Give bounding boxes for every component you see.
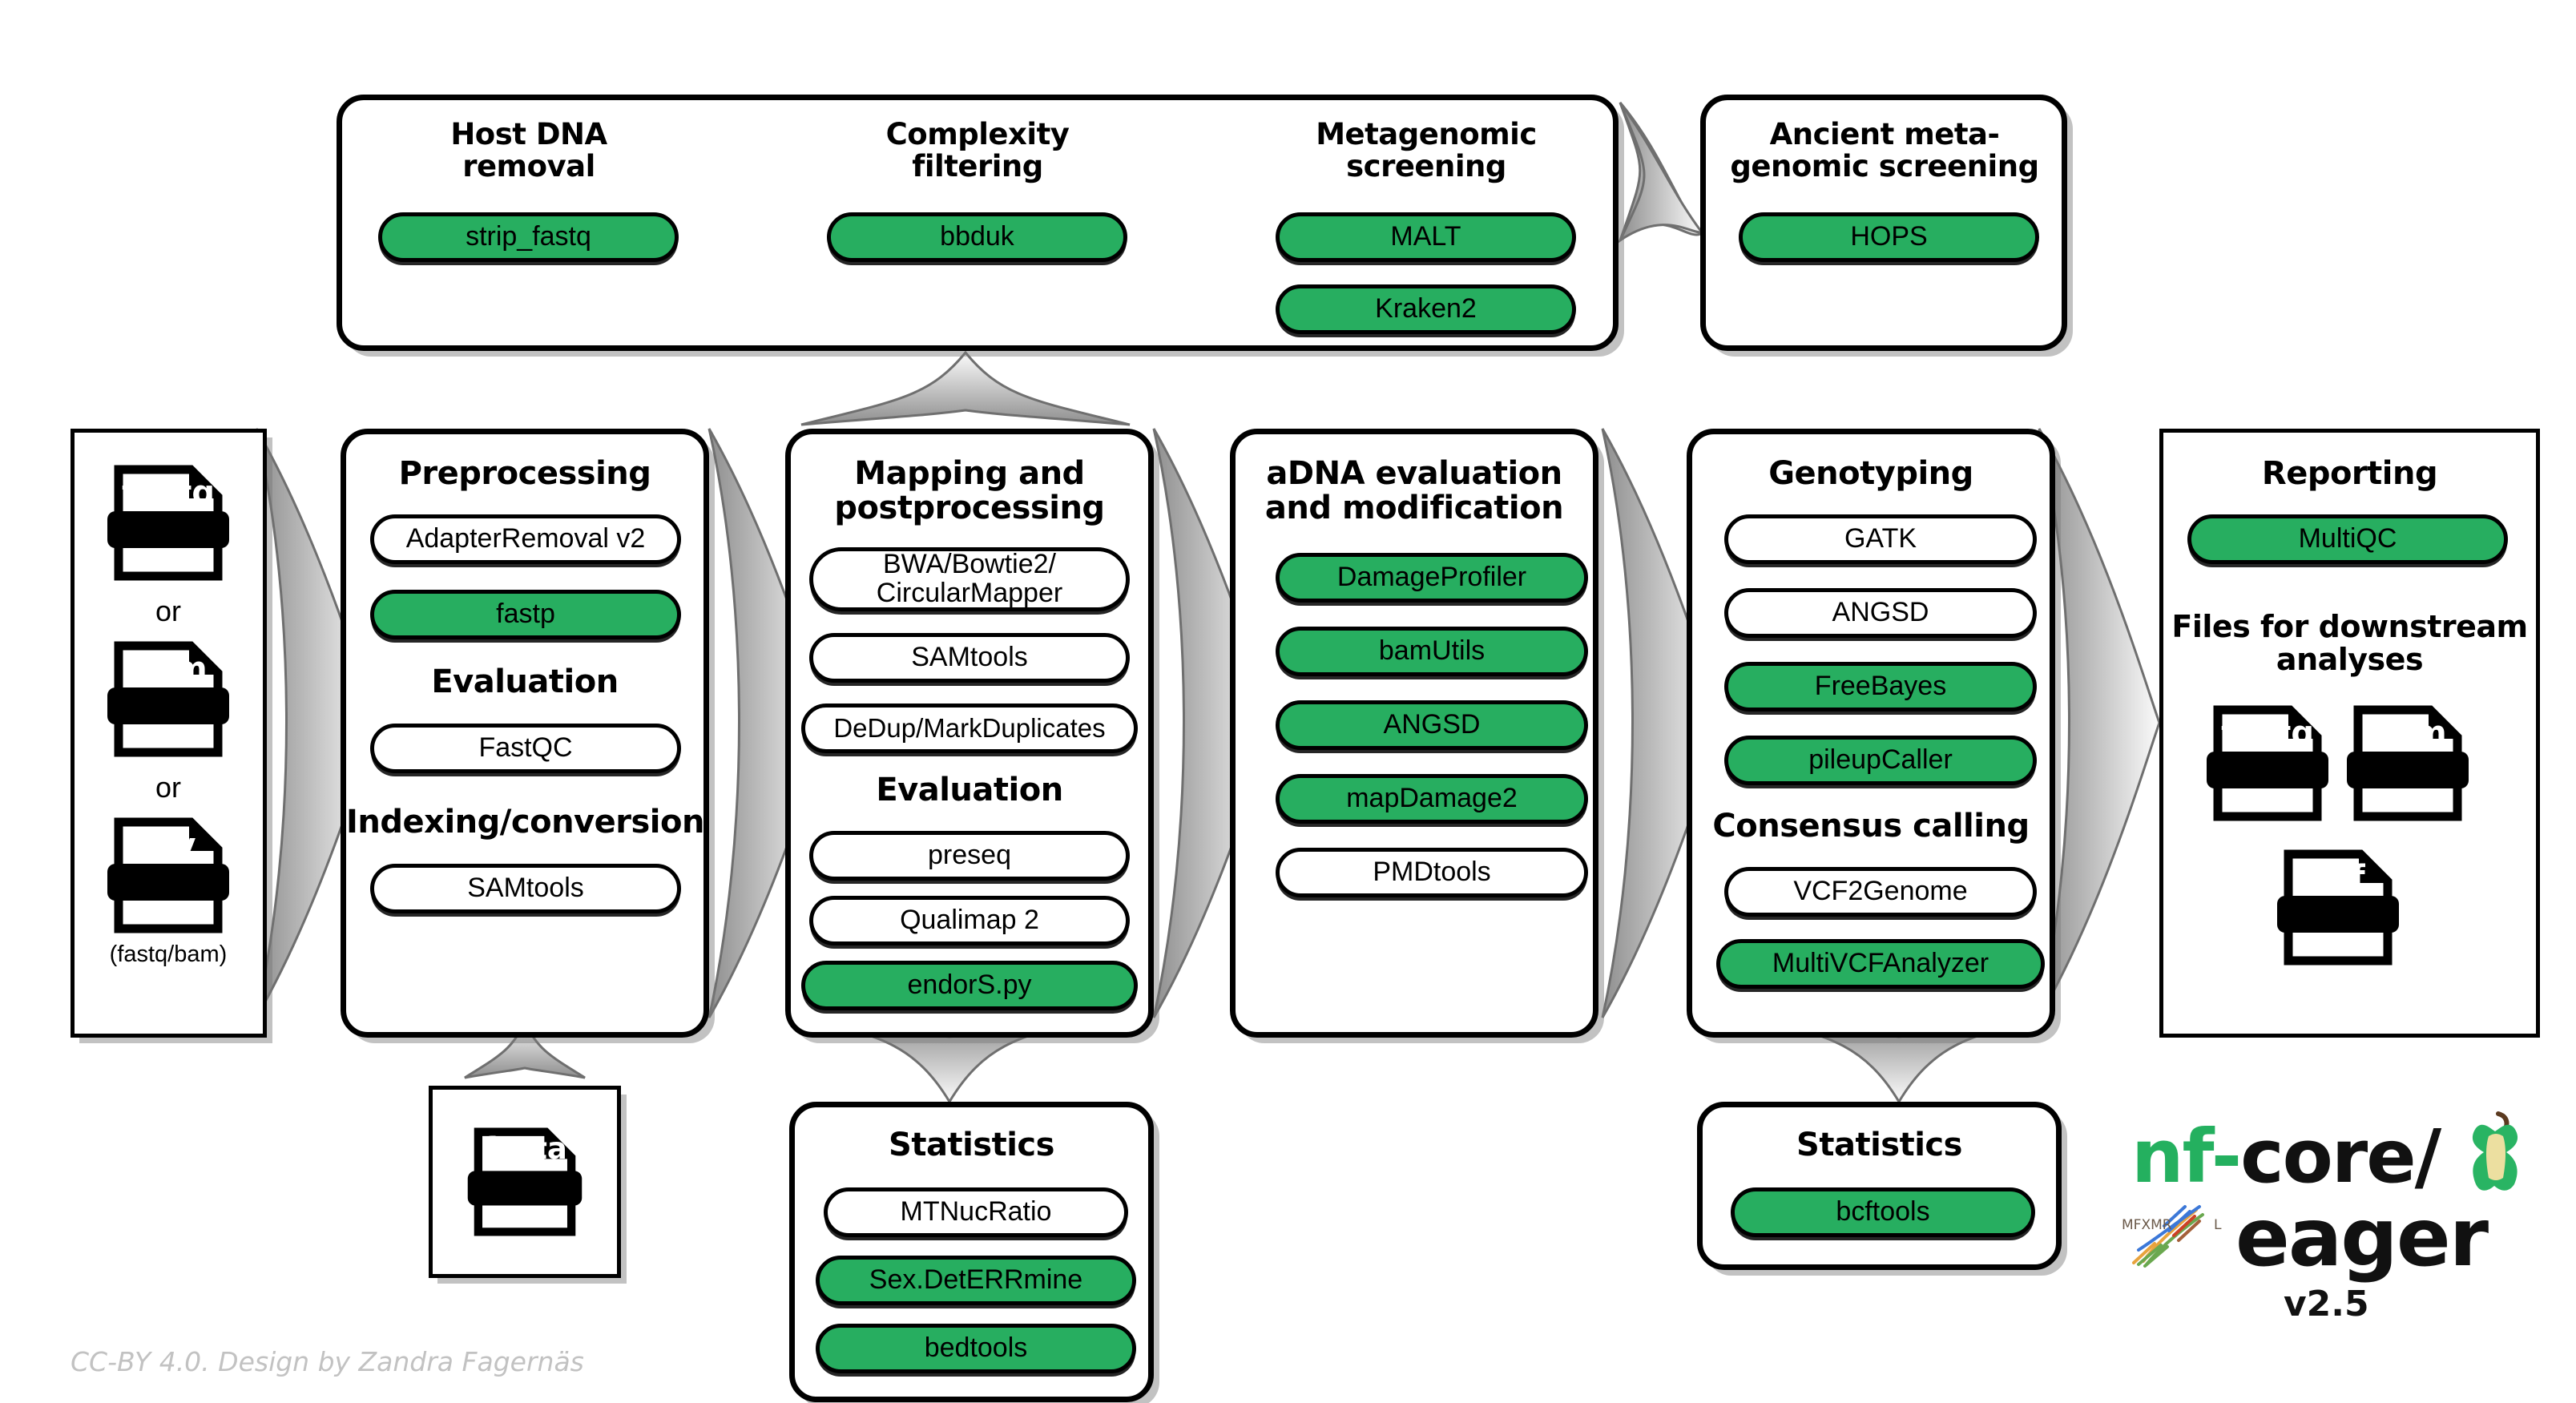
svg-text:MFXMR: MFXMR bbox=[2122, 1217, 2172, 1233]
arrow-screening-to-ancient bbox=[1617, 102, 1704, 244]
file-icon-fasta bbox=[467, 1127, 583, 1236]
logo-line-1: nf-core/ bbox=[2131, 1114, 2441, 1199]
file-icon-fastq-output bbox=[2207, 705, 2328, 821]
tool-hops[interactable]: HOPS bbox=[1739, 212, 2039, 262]
logo-core-text: core/ bbox=[2240, 1114, 2441, 1199]
tool-angsd-genotyping[interactable]: ANGSD bbox=[1724, 588, 2037, 638]
tool-mtnucratio[interactable]: MTNucRatio bbox=[824, 1187, 1128, 1237]
tool-multivcfanalyzer[interactable]: MultiVCFAnalyzer bbox=[1716, 939, 2045, 989]
tool-bwa-bowtie2-circularmapper[interactable]: BWA/Bowtie2/ CircularMapper bbox=[809, 547, 1130, 611]
group-title-metagenomic-screening: Metagenomic screening bbox=[1316, 117, 1537, 183]
file-icon-tsv-input bbox=[107, 817, 229, 933]
tool-qualimap-2[interactable]: Qualimap 2 bbox=[809, 896, 1130, 945]
panel-title-preprocessing: Preprocessing bbox=[398, 455, 651, 492]
file-label-fastq-input: fastq bbox=[122, 474, 215, 511]
tsv-sublabel: (fastq/bam) bbox=[109, 941, 228, 967]
tool-vcf2genome[interactable]: VCF2Genome bbox=[1724, 867, 2037, 917]
group-title-complexity-filtering: Complexity filtering bbox=[885, 117, 1070, 183]
tool-multiqc[interactable]: MultiQC bbox=[2187, 514, 2508, 564]
file-icon-bam-output bbox=[2347, 705, 2469, 821]
tool-fastp[interactable]: fastp bbox=[370, 590, 681, 639]
tool-pmdtools[interactable]: PMDtools bbox=[1276, 848, 1588, 897]
subsection-title-mapping-evaluation: Evaluation bbox=[876, 772, 1063, 808]
logo-version: v2.5 bbox=[2284, 1284, 2369, 1324]
tool-preseq[interactable]: preseq bbox=[809, 831, 1130, 881]
panel-title-genotyping: Genotyping bbox=[1768, 455, 1973, 492]
tool-adapterremoval-v2[interactable]: AdapterRemoval v2 bbox=[370, 514, 681, 564]
nf-core-eager-logo: nf-core/ MFXMR L eager bbox=[2122, 1111, 2540, 1370]
or-label-1: or bbox=[155, 595, 181, 627]
or-label-2: or bbox=[155, 771, 181, 804]
tool-freebayes[interactable]: FreeBayes bbox=[1724, 662, 2037, 712]
tool-fastqc[interactable]: FastQC bbox=[370, 724, 681, 773]
panel-title-statistics-left: Statistics bbox=[889, 1127, 1054, 1163]
file-label-fastq-output: fastq bbox=[2221, 715, 2314, 752]
panel-title-ancient-screening: Ancient meta- genomic screening bbox=[1730, 117, 2039, 183]
tool-gatk[interactable]: GATK bbox=[1724, 514, 2037, 564]
file-label-bam-output: bam bbox=[2368, 715, 2447, 752]
tool-angsd-adna[interactable]: ANGSD bbox=[1276, 700, 1588, 750]
logo-line-2: eager bbox=[2235, 1191, 2489, 1284]
subsection-title-preprocessing-evaluation: Evaluation bbox=[431, 663, 619, 700]
tool-kraken2[interactable]: Kraken2 bbox=[1276, 284, 1576, 334]
tool-mapdamage2[interactable]: mapDamage2 bbox=[1276, 774, 1588, 824]
arrow-mapping-to-screening bbox=[800, 350, 1131, 426]
statistics-right-panel bbox=[1697, 1102, 2062, 1270]
file-icon-fastq-input bbox=[107, 465, 229, 581]
tool-samtools-mapping[interactable]: SAMtools bbox=[809, 633, 1130, 683]
subsection-title-indexing-conversion: Indexing/conversion bbox=[346, 804, 704, 841]
downstream-files-title: Files for downstream analyses bbox=[2171, 609, 2528, 678]
svg-text:L: L bbox=[2214, 1217, 2222, 1233]
panel-title-statistics-right: Statistics bbox=[1796, 1127, 1962, 1163]
tool-bcftools[interactable]: bcftools bbox=[1731, 1187, 2035, 1237]
arrow-genotyping-to-reporting bbox=[2038, 428, 2161, 1018]
tool-damageprofiler[interactable]: DamageProfiler bbox=[1276, 553, 1588, 603]
apple-core-icon bbox=[2472, 1111, 2518, 1191]
tool-bedtools[interactable]: bedtools bbox=[816, 1324, 1136, 1373]
panel-title-mapping: Mapping and postprocessing bbox=[834, 455, 1105, 527]
file-label-fasta: fasta bbox=[482, 1131, 567, 1166]
file-label-vcf-output: vcf bbox=[2311, 859, 2365, 896]
dna-helix-icon: MFXMR L bbox=[2122, 1205, 2222, 1268]
tool-endors-py[interactable]: endorS.py bbox=[801, 961, 1138, 1010]
tool-bbduk[interactable]: bbduk bbox=[827, 212, 1127, 262]
panel-title-adna: aDNA evaluation and modification bbox=[1264, 455, 1564, 527]
tool-sex-deterrmine[interactable]: Sex.DetERRmine bbox=[816, 1256, 1136, 1305]
logo-nf-text: nf- bbox=[2131, 1114, 2242, 1199]
tool-dedup-markduplicates[interactable]: DeDup/MarkDuplicates bbox=[801, 704, 1138, 753]
file-label-tsv-input: tsv bbox=[140, 827, 196, 864]
tool-pileupcaller[interactable]: pileupCaller bbox=[1724, 736, 2037, 785]
tool-samtools-preprocessing[interactable]: SAMtools bbox=[370, 864, 681, 913]
arrow-fasta-to-preprocessing bbox=[464, 1018, 586, 1079]
subsection-title-consensus-calling: Consensus calling bbox=[1712, 808, 2030, 845]
panel-title-reporting: Reporting bbox=[2261, 455, 2438, 492]
file-icon-vcf-output bbox=[2277, 849, 2399, 966]
tool-bamutils[interactable]: bamUtils bbox=[1276, 627, 1588, 676]
tool-malt[interactable]: MALT bbox=[1276, 212, 1576, 262]
tool-strip-fastq[interactable]: strip_fastq bbox=[378, 212, 679, 262]
credit-text: CC-BY 4.0. Design by Zandra Fagernäs bbox=[71, 1346, 584, 1377]
file-icon-bam-input bbox=[107, 641, 229, 757]
file-label-bam-input: bam bbox=[129, 651, 208, 687]
group-title-host-dna-removal: Host DNA removal bbox=[450, 117, 607, 183]
